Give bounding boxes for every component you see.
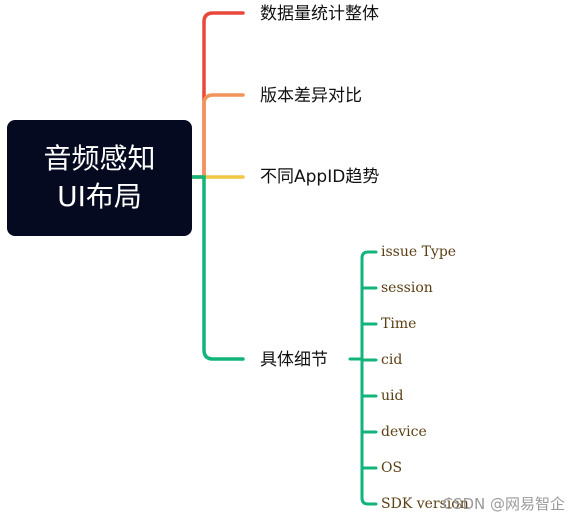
- root-node: 音频感知 UI布局: [7, 120, 192, 236]
- detail-session: session: [381, 280, 433, 296]
- detail-device: device: [381, 424, 427, 440]
- branch-label-appid-trend: 不同AppID趋势: [260, 167, 380, 187]
- branch-label-version-diff: 版本差异对比: [260, 86, 362, 106]
- branch-label-data-volume: 数据量统计整体: [260, 4, 379, 24]
- connector-branch-1: [190, 11, 245, 179]
- root-title-line1: 音频感知: [43, 142, 156, 175]
- detail-sdk-version: SDK version: [381, 496, 469, 512]
- detail-os: OS: [381, 460, 403, 476]
- detail-connector-8: [360, 496, 378, 506]
- root-title-line2: UI布局: [57, 180, 142, 213]
- watermark: CSDN @网易智企: [442, 495, 565, 513]
- connector-branch-4: [190, 175, 245, 361]
- branch-label-details: 具体细节: [260, 350, 328, 370]
- detail-cid: cid: [381, 352, 403, 368]
- detail-connectors: [348, 250, 378, 506]
- detail-issue-type: issue Type: [381, 244, 457, 260]
- detail-uid: uid: [381, 388, 404, 404]
- detail-connector-1: [360, 250, 378, 260]
- detail-time: Time: [381, 316, 417, 332]
- connector-branch-2: [190, 93, 245, 179]
